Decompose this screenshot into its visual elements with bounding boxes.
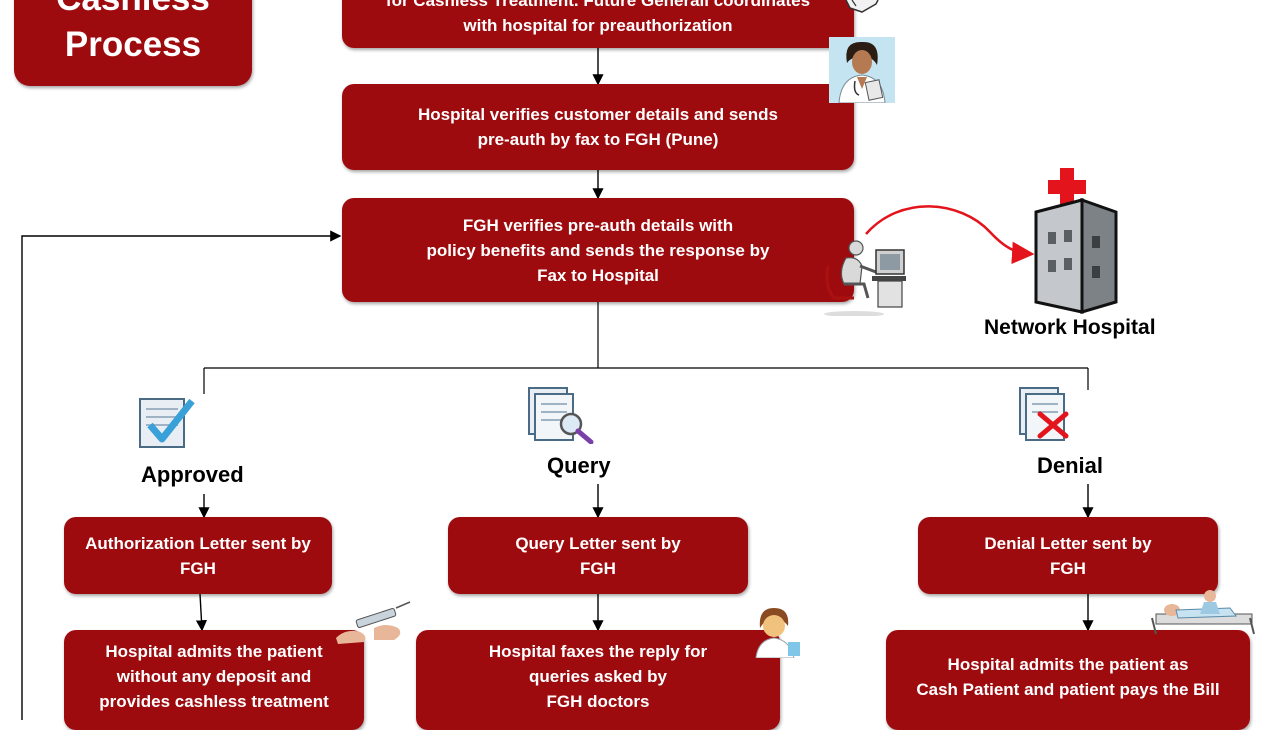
approved-letter-line-2: FGH — [180, 558, 216, 578]
writing-hand-icon — [845, 0, 879, 13]
query-letter-line-2: FGH — [580, 558, 616, 578]
query-document-icon — [528, 387, 594, 444]
office-worker-icon — [824, 240, 906, 316]
denial-outcome-box: Hospital admits the patient as Cash Pati… — [886, 630, 1250, 730]
branch-label-denial: Denial — [1037, 453, 1104, 478]
denial-outcome-line-1: Hospital admits the patient as — [947, 655, 1189, 674]
doctor-avatar-icon — [755, 608, 800, 658]
step-intimation: for Cashless Treatment. Future Generali … — [342, 0, 854, 48]
denial-letter-line-2: FGH — [1050, 558, 1086, 578]
injection-icon — [336, 601, 411, 644]
hospital-building-icon — [1034, 168, 1118, 315]
branch-label-approved: Approved — [141, 462, 244, 487]
step-intimation-line-2: with hospital for preauthorization — [463, 16, 733, 35]
approved-document-icon — [139, 398, 195, 448]
step-hospital-verifies-line-1: Hospital verifies customer details and s… — [418, 105, 778, 124]
approved-outcome-line-3: provides cashless treatment — [99, 692, 329, 711]
patient-bed-icon — [1151, 590, 1255, 635]
denied-document-icon — [1019, 387, 1069, 441]
query-outcome-line-2: queries asked by — [529, 667, 667, 686]
query-outcome-box: Hospital faxes the reply for queries ask… — [416, 630, 780, 730]
approved-letter-line-1: Authorization Letter sent by — [85, 533, 311, 553]
title-box: Cashless Process — [14, 0, 252, 86]
step-hospital-verifies-line-2: pre-auth by fax to FGH (Pune) — [477, 130, 719, 149]
query-letter-line-1: Query Letter sent by — [515, 533, 681, 553]
approved-outcome-box: Hospital admits the patient without any … — [64, 630, 364, 730]
branch-label-query: Query — [547, 453, 611, 478]
step-fgh-verifies-line-2: policy benefits and sends the response b… — [426, 240, 770, 260]
step-fgh-verifies: FGH verifies pre-auth details with polic… — [342, 198, 854, 302]
approved-outcome-line-2: without any deposit and — [116, 667, 312, 686]
title-line-1: Cashless — [56, 0, 210, 22]
denial-outcome-line-2: Cash Patient and patient pays the Bill — [916, 680, 1220, 699]
step-fgh-verifies-line-3: Fax to Hospital — [537, 265, 659, 285]
step-fgh-verifies-line-1: FGH verifies pre-auth details with — [462, 215, 734, 235]
approved-letter-box: Authorization Letter sent by FGH — [64, 517, 332, 594]
approved-outcome-line-1: Hospital admits the patient — [105, 642, 323, 661]
step-intimation-line-1: for Cashless Treatment. Future Generali … — [385, 0, 811, 10]
query-outcome-line-1: Hospital faxes the reply for — [488, 642, 708, 661]
query-letter-box: Query Letter sent by FGH — [448, 517, 748, 594]
doctor-icon — [829, 37, 895, 103]
network-hospital-label: Network Hospital — [984, 316, 1156, 339]
denial-letter-box: Denial Letter sent by FGH — [918, 517, 1218, 594]
step-hospital-verifies: Hospital verifies customer details and s… — [342, 84, 854, 170]
title-line-2: Process — [64, 25, 202, 64]
query-outcome-line-3: FGH doctors — [546, 692, 650, 711]
denial-letter-line-1: Denial Letter sent by — [984, 533, 1152, 553]
